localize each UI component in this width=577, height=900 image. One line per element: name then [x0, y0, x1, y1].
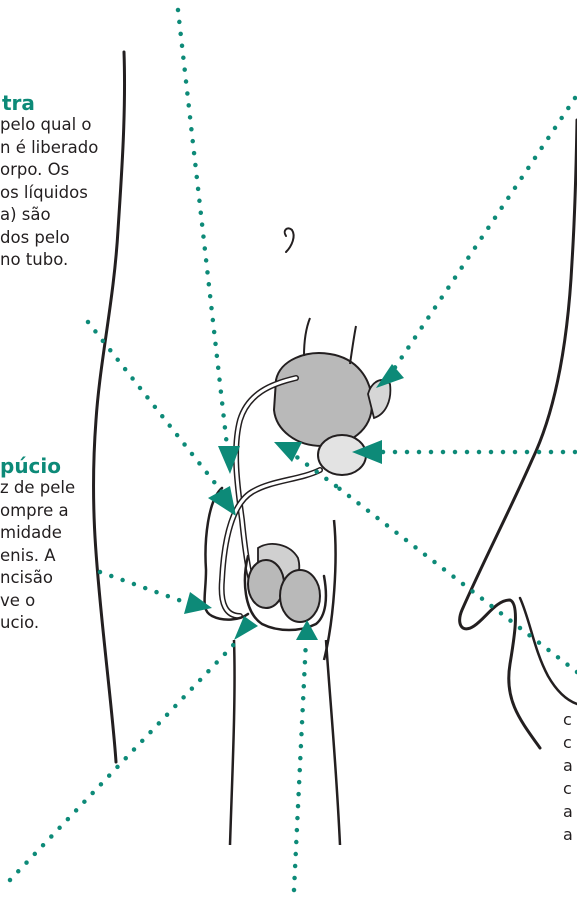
cropped-letter: a [563, 802, 573, 821]
vas-deferens-fill [234, 376, 298, 602]
leader-line-urethra-label [85, 319, 225, 495]
foreskin-text-line: midade [0, 523, 62, 542]
urethra-text-line: os líquidos [0, 182, 88, 202]
leader-line-right-diagonal [333, 483, 577, 675]
prostate [317, 434, 367, 476]
penis-outline [203, 486, 250, 621]
foreskin-text-line: ucio. [0, 613, 40, 632]
body-outline-left [92, 50, 127, 764]
ureter-right [349, 325, 357, 365]
urethra-text-line: pelo qual o [0, 115, 92, 134]
leader-line-top-vertical [175, 7, 231, 458]
thigh-line-right [324, 639, 342, 846]
cropped-letter: c [563, 733, 572, 752]
leader-line-right-diagonal-to-prostate [287, 449, 339, 489]
urethra-text-line: orpo. Os [0, 160, 70, 179]
cropped-letter: c [563, 710, 572, 729]
foreskin-text-line: ve o [0, 590, 36, 610]
navel-mark [283, 227, 295, 253]
organs-illustration [203, 317, 392, 632]
hand-finger-outline [518, 596, 577, 706]
testis-left [247, 559, 285, 609]
leader-line-top-right [389, 95, 577, 375]
cropped-letter: a [563, 825, 573, 844]
thigh-line-inner [322, 519, 337, 661]
arrowheads [184, 364, 404, 640]
seminal-vesicle [367, 379, 392, 420]
urethra-tube-fill [220, 468, 322, 618]
cropped-letter: c [563, 779, 572, 798]
thigh-line-left [228, 639, 236, 846]
urethra-text-line: a) são [0, 205, 51, 224]
foreskin-label: púcio z de pele ompre a midade enis. A n… [0, 455, 160, 635]
testis-right [279, 569, 321, 623]
foreskin-text-line: enis. A [0, 545, 56, 565]
scrotum-outline [243, 554, 328, 632]
pointer-arrow-icon [234, 616, 258, 640]
cropped-letter: a [563, 756, 573, 775]
leader-line-foreskin-label [97, 569, 193, 607]
bladder [272, 352, 374, 448]
urethra-text-line: dos pelo [0, 227, 70, 247]
pointer-arrow-icon [296, 620, 318, 640]
urethra-label: tra pelo qual o n é liberado orpo. Os os… [0, 92, 140, 272]
urethra-title: tra [2, 91, 35, 115]
pointer-arrow-icon [218, 446, 240, 474]
leader-line-bottom-center [291, 637, 309, 893]
leader-line-bottom-left [7, 635, 243, 883]
ureter-left [303, 317, 311, 357]
foreskin-title: púcio [0, 454, 62, 478]
pointer-arrow-icon [274, 442, 302, 462]
foreskin-text-line: ncisão [0, 568, 53, 587]
pointer-arrow-icon [184, 592, 212, 614]
foreskin-text-line: z de pele [0, 478, 76, 497]
leader-lines [7, 7, 577, 893]
pointer-arrow-icon [208, 486, 236, 516]
body-outline-right [458, 118, 577, 750]
right-edge-cropped-text: c c a c a a [563, 708, 577, 846]
foreskin-text-line: ompre a [0, 500, 69, 520]
pointer-arrow-icon [376, 364, 404, 388]
urethra-text-line: n é liberado [0, 137, 99, 157]
pointer-arrow-icon [352, 440, 382, 464]
urethra-text-line: no tubo. [0, 250, 69, 269]
